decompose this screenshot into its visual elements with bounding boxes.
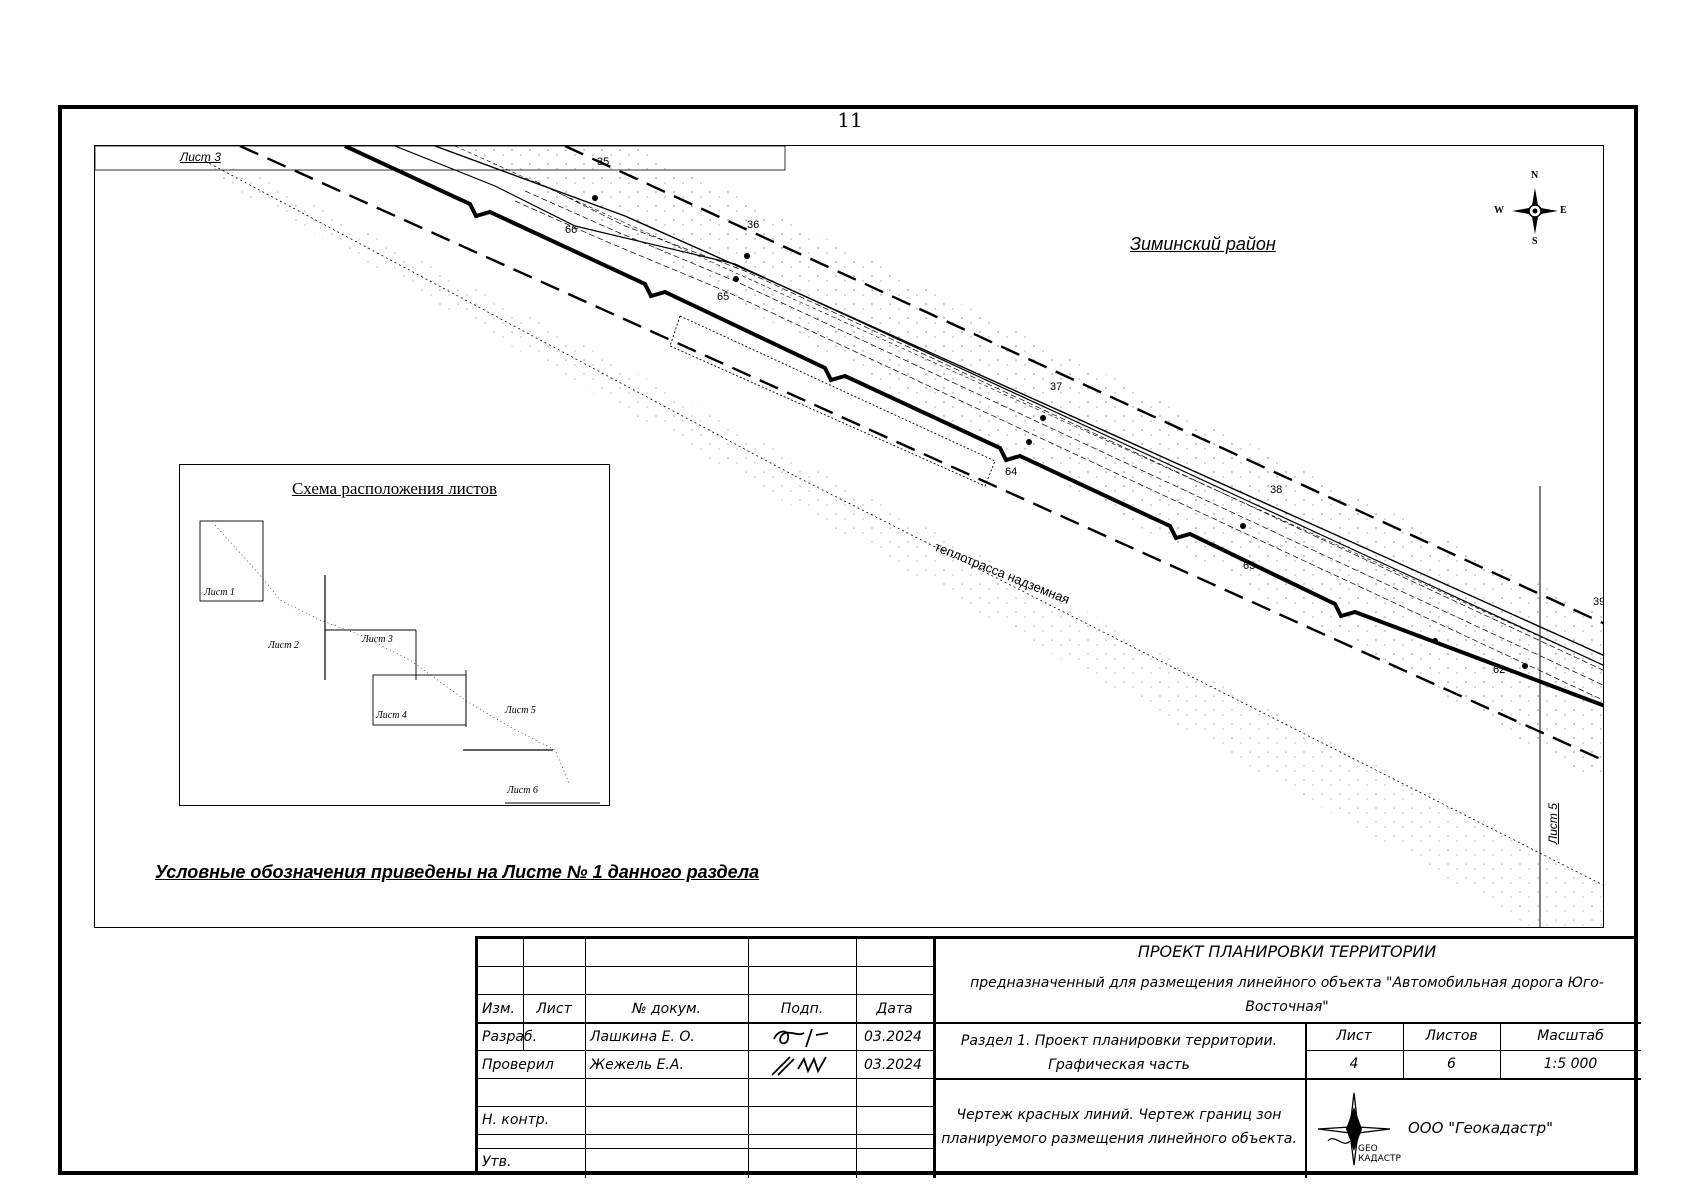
legend-note: Условные обозначения приведены на Листе … [155,862,760,882]
sheet-header: Лист [1336,1028,1372,1044]
signature-developer [773,1028,829,1048]
company-name: ООО "Геокадастр" [1408,1119,1554,1137]
section-line1: Раздел 1. Проект планировки территории. [960,1033,1278,1049]
sheet-value: 4 [1349,1056,1359,1072]
header-list: Лист [536,1001,572,1017]
scheme-sheet-2: Лист 2 [268,640,299,651]
compass-s: S [1532,236,1538,247]
sheet-3-ref-box [95,146,786,171]
scale-header: Масштаб [1537,1028,1604,1044]
point-number-39: 39 [1593,596,1603,608]
approved-label: Утв. [482,1154,512,1170]
sheet-outer-frame [58,105,1638,1175]
boundary-dashed-upper [564,146,1603,625]
drawing-line2: планируемого размещения линейного объект… [941,1131,1297,1147]
survey-band-lower [195,166,1603,927]
section-line2: Графическая часть [1048,1057,1190,1073]
page-number: 11 [837,108,863,132]
developed-date: 03.2024 [864,1029,922,1045]
scale-value: 1:5 000 [1543,1056,1598,1072]
point-number-37: 37 [1050,381,1063,393]
survey-band-upper [455,146,1603,785]
header-sign: Подп. [780,1001,824,1017]
compass-rose-icon: N S E W [1494,170,1570,247]
point-number-62: 62 [1493,664,1506,676]
point-number-66: 66 [565,224,578,236]
compass-w: W [1494,205,1504,216]
header-date: Дата [876,1001,913,1017]
scheme-sheet-1: Лист 1 [204,587,235,598]
scheme-sheet-4: Лист 4 [376,710,407,721]
scheme-title: Схема расположения листов [291,479,498,498]
district-label: Зиминский район [1130,234,1276,254]
point-number-35: 35 [597,156,610,168]
drawing-line1: Чертеж красных линий. Чертеж границ зон [956,1107,1282,1123]
header-izm: Изм. [482,1001,515,1017]
point-number-64: 64 [1005,466,1018,478]
developed-label: Разраб. [482,1029,538,1045]
boundary-dashed-lower [239,146,1603,762]
point-number-65: 65 [717,291,730,303]
checked-name: Жежель Е.А. [590,1057,684,1073]
logo-text-kadastr: КАДАСТР [1358,1154,1401,1164]
road-edge-lower [394,146,1603,666]
sheet-layout-scheme: Схема расположения листов Лист 1 Лист 2 … [179,464,610,806]
road-edge-upper [434,146,1603,656]
red-line-stepped [344,146,1603,708]
scheme-sheet-5: Лист 5 [505,705,536,716]
signature-checker [771,1056,827,1076]
logo-text-geo: GEO [1358,1144,1378,1154]
sheets-header: Листов [1425,1028,1478,1044]
scheme-sheet-3: Лист 3 [362,634,393,645]
scheme-diagram [199,520,600,804]
project-title: ПРОЕКТ ПЛАНИРОВКИ ТЕРРИТОРИИ [1137,942,1437,961]
scheme-sheet-6: Лист 6 [507,785,538,796]
header-doc-no: № докум. [631,1001,701,1017]
checked-label: Проверил [482,1057,554,1073]
point-number-36: 36 [747,219,760,231]
compass-n: N [1531,170,1539,181]
drawing-area: 35 36 37 38 39 62 63 64 65 66 Зиминский … [94,145,1604,928]
point-number-38: 38 [1270,484,1283,496]
checked-date: 03.2024 [864,1057,922,1073]
sheets-value: 6 [1447,1056,1456,1072]
survey-points [592,195,1528,669]
map-drawing [95,146,1603,927]
sheet-ref-right: Лист 5 [1546,803,1560,844]
company-logo-icon [1317,1092,1391,1166]
project-subtitle-line2: Восточная" [1245,999,1329,1015]
point-number-63: 63 [1243,560,1256,572]
sheet-ref-top: Лист 3 [180,150,221,164]
project-subtitle-line1: предназначенный для размещения линейного… [970,975,1604,991]
title-block: ПРОЕКТ ПЛАНИРОВКИ ТЕРРИТОРИИ предназначе… [475,936,1641,1178]
compass-e: E [1560,205,1567,216]
developed-name: Лашкина Е. О. [590,1029,695,1045]
norm-control-label: Н. контр. [482,1112,550,1128]
